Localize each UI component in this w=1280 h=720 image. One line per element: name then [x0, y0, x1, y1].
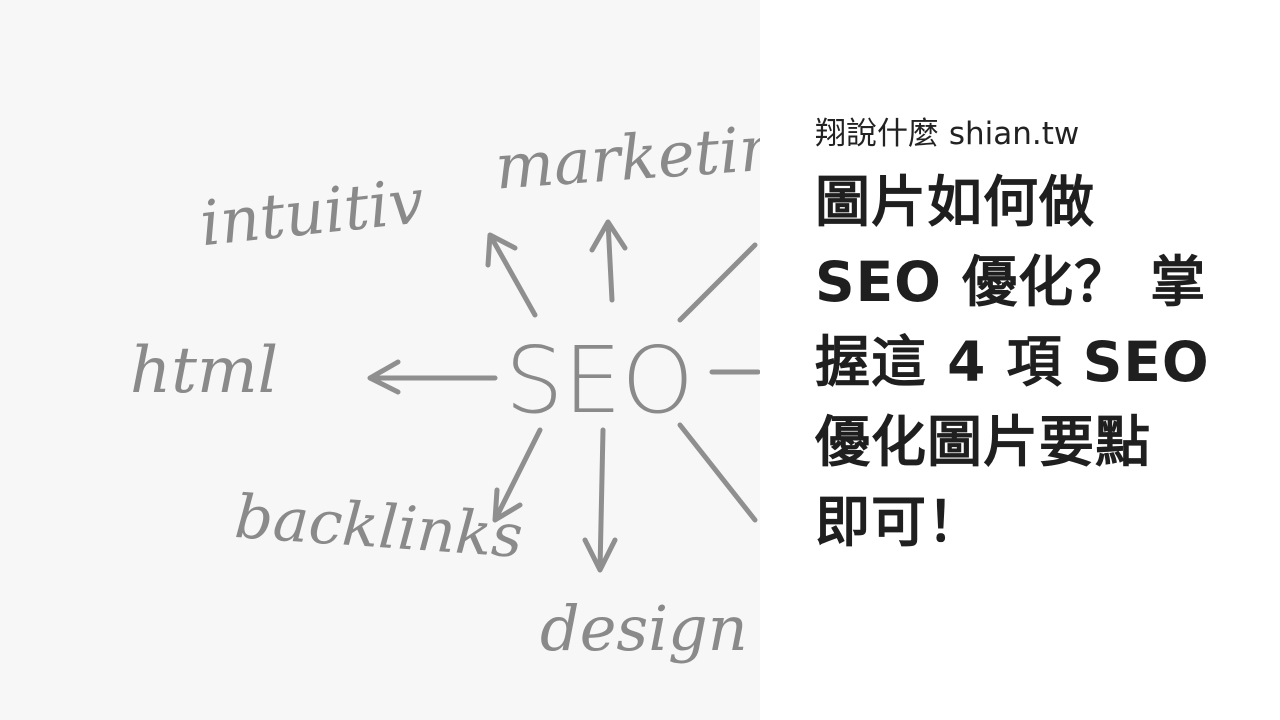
title-panel: 翔說什麼 shian.tw 圖片如何做 SEO 優化？ 掌 握這 4 項 SEO… — [815, 112, 1255, 562]
title-line: 即可！ — [815, 490, 984, 554]
arrow-backlinks — [492, 427, 543, 523]
seo-mindmap-illustration: intuitiv marketing html SEO backlinks de… — [130, 108, 760, 665]
word-intuitiv: intuitiv — [197, 164, 428, 260]
arrow-html — [367, 359, 498, 395]
article-title: 圖片如何做 SEO 優化？ 掌 握這 4 項 SEO 優化圖片要點 即可！ — [815, 162, 1255, 562]
title-line: 圖片如何做 — [815, 170, 1096, 234]
word-seo: SEO — [505, 327, 694, 434]
arrows — [367, 219, 760, 573]
word-design: design — [540, 592, 748, 665]
arrow-marketing — [589, 219, 628, 303]
arrow-right-down — [677, 422, 758, 523]
word-html: html — [130, 334, 278, 408]
site-name: 翔說什麼 shian.tw — [815, 116, 1080, 152]
word-marketing: marketing — [493, 108, 760, 203]
arrow-right-up — [677, 242, 758, 323]
arrow-intuitiv — [485, 232, 538, 318]
title-line: SEO 優化？ 掌 — [815, 250, 1207, 314]
arrow-design — [582, 427, 618, 573]
title-line: 握這 4 項 SEO — [815, 330, 1210, 394]
word-backlinks: backlinks — [232, 482, 524, 572]
title-line: 優化圖片要點 — [815, 410, 1152, 474]
